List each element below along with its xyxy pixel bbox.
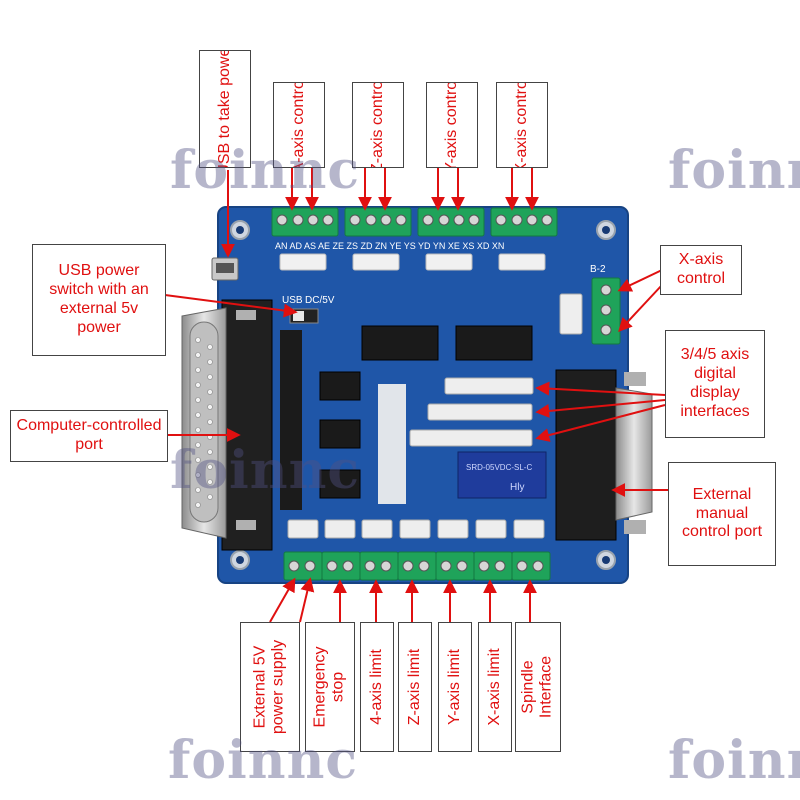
bottom-headers — [287, 519, 545, 539]
top-pin-labels: AN AD AS AE ZE ZS ZD ZN YE YS YD YN XE X… — [275, 241, 504, 251]
label-spindle: Spindle Interface — [515, 622, 561, 752]
relay-text: SRD-05VDC-SL-C — [466, 463, 532, 472]
label-a-axis-control: A-axis control — [273, 82, 325, 168]
watermark: foinnc — [668, 140, 800, 201]
label-usb-power-switch: USB power switch with an external 5v pow… — [32, 244, 166, 356]
label-y-axis-limit: Y-axis limit — [438, 622, 472, 752]
label-x-axis-control-right: X-axis control — [660, 245, 742, 295]
label-z-axis-limit: Z-axis limit — [398, 622, 432, 752]
label-display-interfaces: 3/4/5 axis digital display interfaces — [665, 330, 765, 438]
label-x-axis-control-top: X-axis control — [496, 82, 548, 168]
watermark: foinnc — [668, 730, 800, 791]
label-z-axis-control: Z-axis control — [352, 82, 404, 168]
relay — [457, 451, 547, 499]
label-y-axis-control: Y-axis control — [426, 82, 478, 168]
resistor-array — [378, 384, 406, 504]
label-ext-5v-supply: External 5V power supply — [240, 622, 300, 752]
top-terminals — [271, 207, 558, 237]
mounting-holes — [230, 220, 616, 570]
label-usb-take-power: USB to take power — [199, 50, 251, 168]
watermark: foinnc — [170, 440, 361, 501]
right-db-connector — [555, 369, 653, 541]
relay-brand: Hly — [510, 482, 524, 493]
usb-switch-text: USB — [282, 295, 303, 306]
b2-text: B-2 — [590, 264, 606, 275]
display-headers — [409, 377, 534, 447]
bottom-terminals — [283, 551, 551, 581]
ic-chips — [319, 325, 533, 499]
watermark: foinnc — [170, 140, 361, 201]
label-manual-port: External manual control port — [668, 462, 776, 566]
label-4axis-limit: 4-axis limit — [360, 622, 394, 752]
pin-header-column — [280, 330, 302, 510]
label-emergency-stop: Emergency stop — [305, 622, 355, 752]
watermark: foinnc — [168, 730, 359, 791]
db25-connector — [181, 299, 273, 551]
label-computer-port: Computer-controlled port — [10, 410, 168, 462]
dc5v-text: DC/5V — [305, 295, 335, 306]
label-x-axis-limit: X-axis limit — [478, 622, 512, 752]
callout-arrows — [164, 168, 668, 623]
axis-headers — [279, 253, 546, 271]
